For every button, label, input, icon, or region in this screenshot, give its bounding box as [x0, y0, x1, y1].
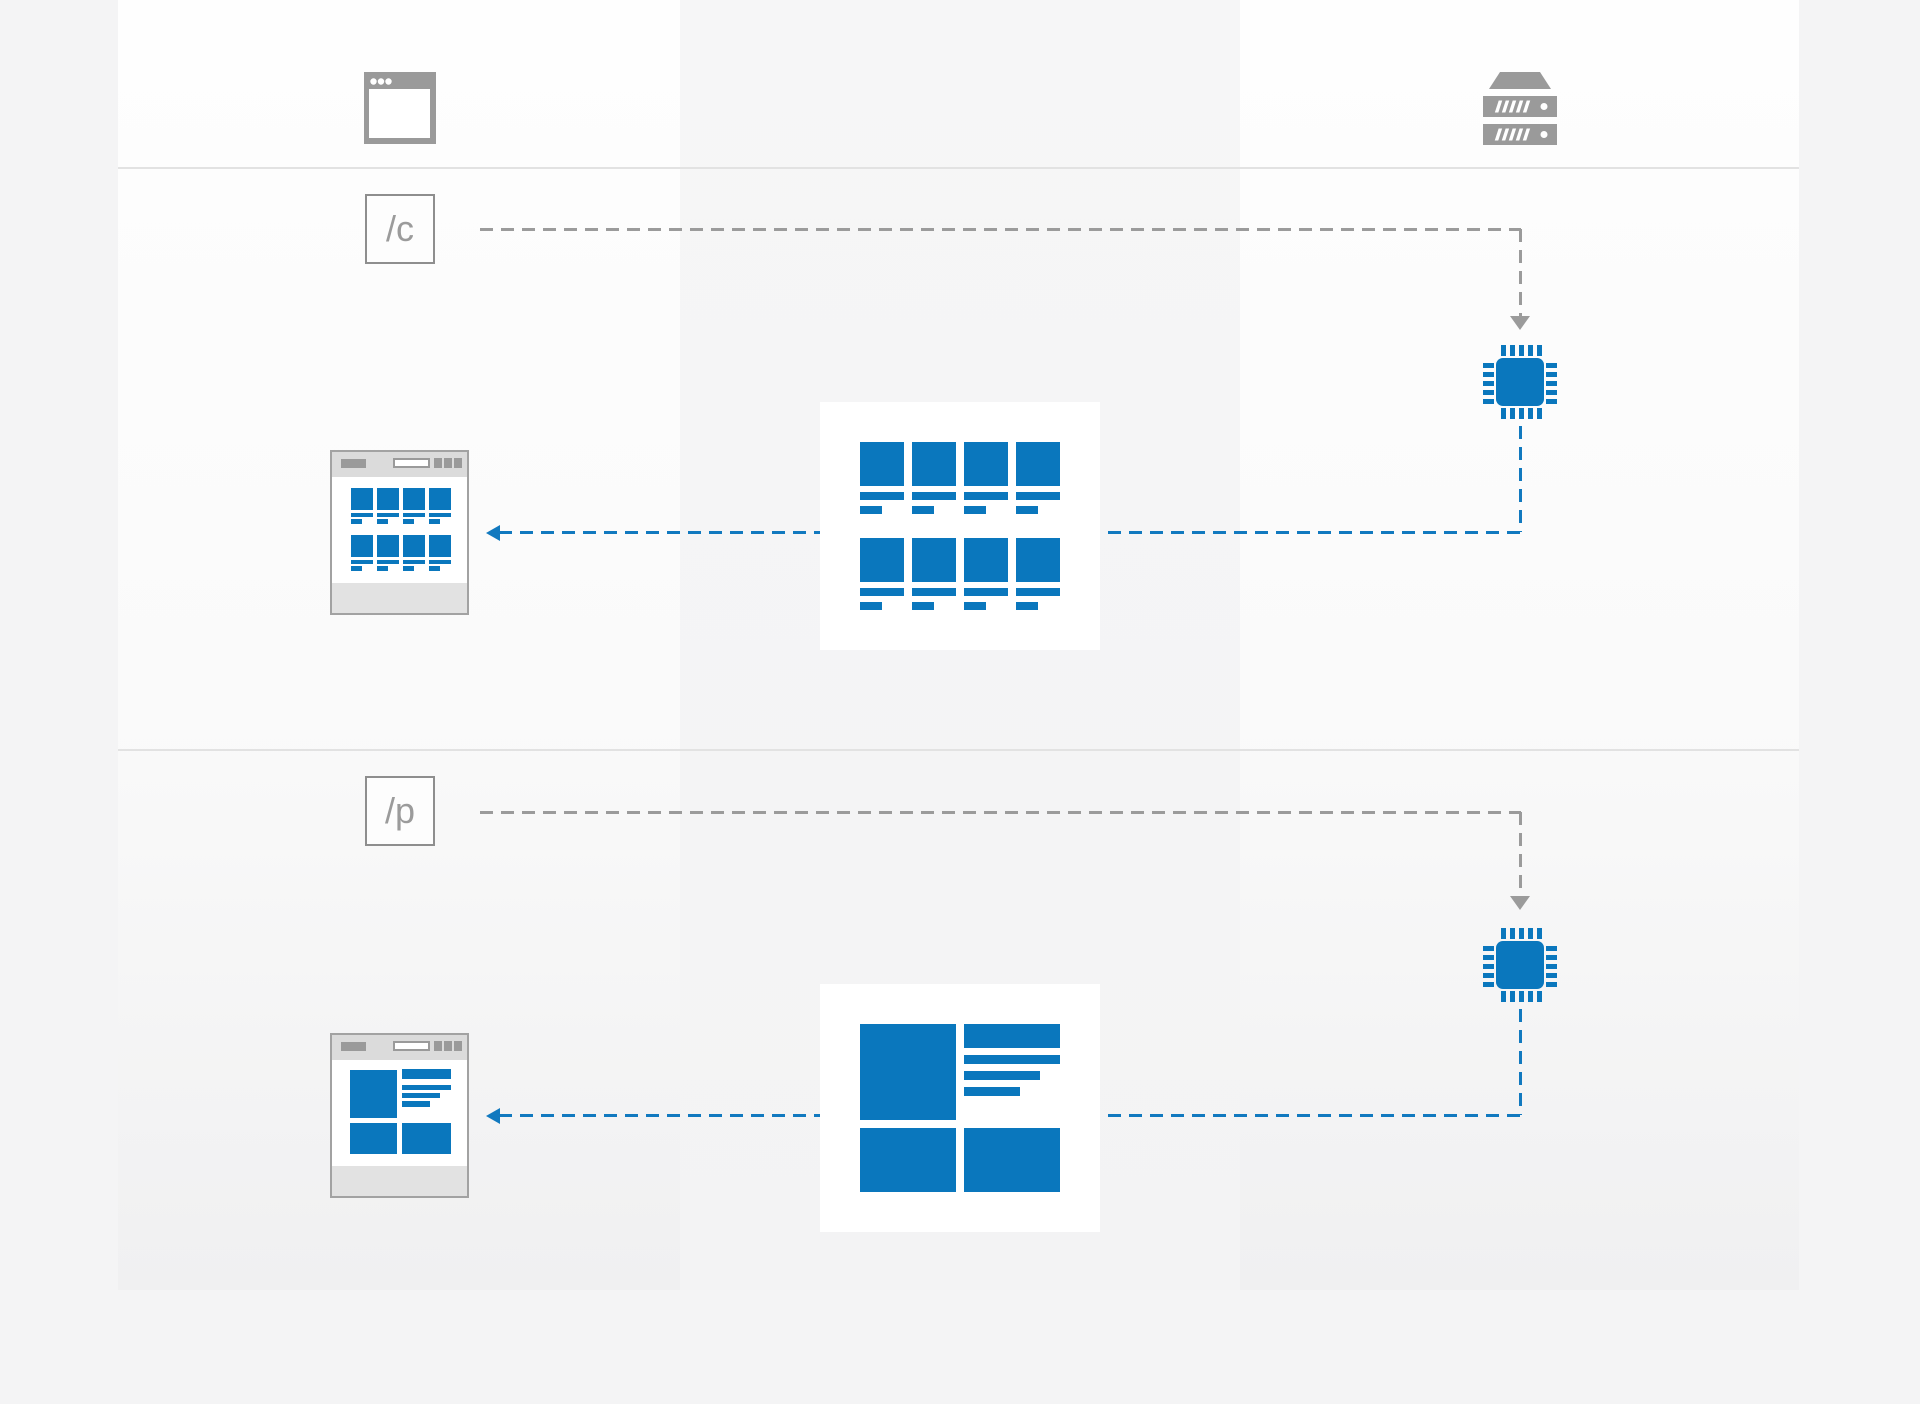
- request-label-p: /p: [384, 790, 416, 831]
- response-line-c-down: [1519, 426, 1522, 532]
- thumbnail-grid-content: [351, 488, 451, 571]
- logo-placeholder: [341, 459, 366, 468]
- nav-square: [434, 1041, 442, 1051]
- request-label-c: /c: [385, 208, 414, 249]
- product-tile: [1016, 442, 1060, 514]
- request-line-c-down: [1519, 229, 1522, 318]
- request-box-c: /c: [365, 194, 435, 264]
- related-block: [860, 1128, 956, 1192]
- thumbnail-footer-bar: [332, 583, 467, 613]
- request-box-p: /p: [365, 776, 435, 846]
- product-title-block: [402, 1069, 451, 1079]
- nav-square: [444, 1041, 452, 1051]
- product-tile: [860, 538, 904, 610]
- listing-grid-card: [820, 402, 1100, 650]
- search-box-placeholder: [393, 1041, 430, 1051]
- request-line-p-down: [1519, 812, 1522, 898]
- product-tile: [1016, 538, 1060, 610]
- product-tile: [964, 538, 1008, 610]
- request-line-c: [480, 228, 1521, 231]
- product-tile: [964, 442, 1008, 514]
- chip-icon: [1483, 345, 1557, 419]
- browser-window-icon: [364, 72, 436, 144]
- server-rack-icon: [1483, 72, 1557, 145]
- request-arrowhead-p: [1510, 896, 1530, 910]
- chip-icon: [1483, 928, 1557, 1002]
- search-box-placeholder: [393, 458, 430, 468]
- nav-square: [454, 458, 462, 468]
- thumbnail-header-bar: [332, 1035, 467, 1060]
- related-block: [964, 1128, 1060, 1192]
- response-arrowhead-c: [486, 525, 500, 541]
- text-line: [402, 1093, 440, 1098]
- text-line: [964, 1087, 1020, 1096]
- product-image-block: [350, 1070, 397, 1118]
- text-line: [402, 1101, 430, 1107]
- product-tile: [912, 538, 956, 610]
- text-line: [402, 1085, 451, 1090]
- section-divider-line: [118, 749, 1799, 751]
- product-tile: [912, 442, 956, 514]
- text-line: [964, 1071, 1040, 1080]
- detail-page-card: [820, 984, 1100, 1232]
- product-tile: [860, 442, 904, 514]
- logo-placeholder: [341, 1042, 366, 1051]
- thumbnail-footer-bar: [332, 1166, 467, 1196]
- request-line-p: [480, 811, 1521, 814]
- nav-square: [454, 1041, 462, 1051]
- text-line: [964, 1055, 1060, 1064]
- nav-square: [444, 458, 452, 468]
- product-title-block: [964, 1024, 1060, 1048]
- thumbnail-header-bar: [332, 452, 467, 477]
- nav-square: [434, 458, 442, 468]
- product-image-block: [860, 1024, 956, 1120]
- related-block: [350, 1123, 397, 1154]
- response-arrowhead-p: [486, 1108, 500, 1124]
- browser-detail-page: [330, 1033, 469, 1198]
- browser-listing-grid-page: [330, 450, 469, 615]
- header-divider-line: [118, 167, 1799, 169]
- request-arrowhead-c: [1510, 316, 1530, 330]
- response-line-p-down: [1519, 1009, 1522, 1115]
- related-block: [402, 1123, 451, 1154]
